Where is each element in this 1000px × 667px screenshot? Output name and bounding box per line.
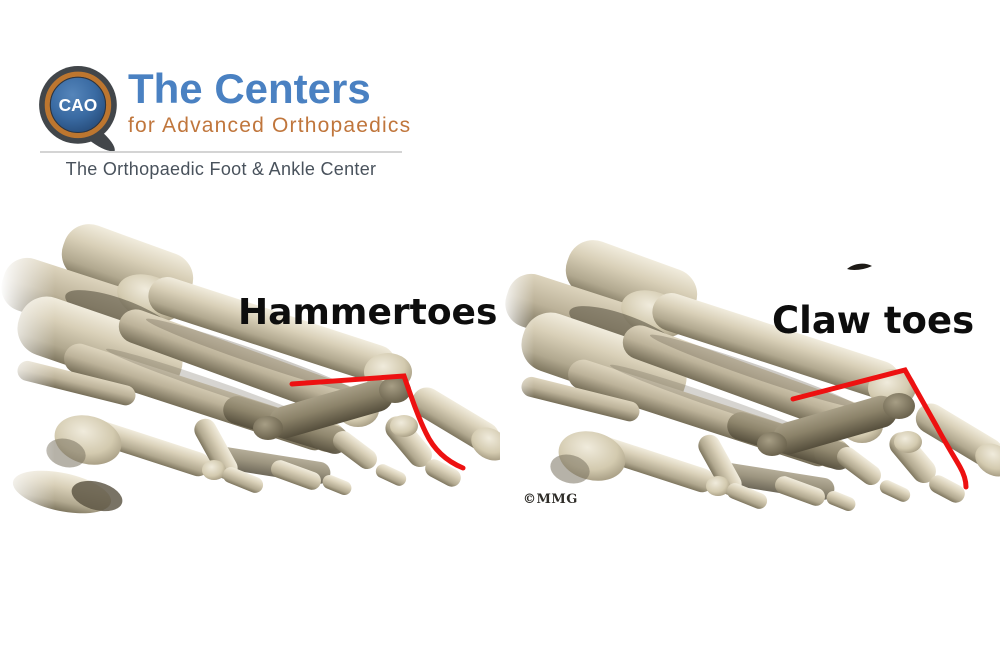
cao-logo-pin: CAO: [39, 66, 117, 152]
pin-blue-disc: [49, 76, 107, 134]
foot-skeleton-right: [499, 220, 1000, 520]
left-edge-fade: [0, 220, 55, 520]
hammertoe-annotation-line: [289, 373, 466, 471]
hammertoes-label: Hammertoes: [238, 292, 498, 333]
brand-divider: [40, 151, 402, 153]
pin-orange-ring: [44, 71, 112, 139]
clawtoes-label: Claw toes: [772, 299, 975, 342]
image-credit: ©MMG: [523, 492, 578, 507]
hammertoes-figure: [0, 216, 515, 520]
clawtoes-figure: [499, 220, 1000, 520]
clawtoe-annotation-line: [790, 367, 969, 490]
brand-text: The Centers for Advanced Orthopaedics: [128, 68, 448, 138]
foot-skeleton-left: [0, 216, 515, 520]
brand-subtitle: for Advanced Orthopaedics: [128, 114, 412, 137]
brand-tagline: The Orthopaedic Foot & Ankle Center: [65, 159, 377, 179]
pin-badge-text: CAO: [59, 95, 98, 115]
left-edge-fade: [500, 220, 534, 520]
brand-title: The Centers: [128, 65, 371, 112]
cropped-artifact-mark: [847, 263, 872, 270]
